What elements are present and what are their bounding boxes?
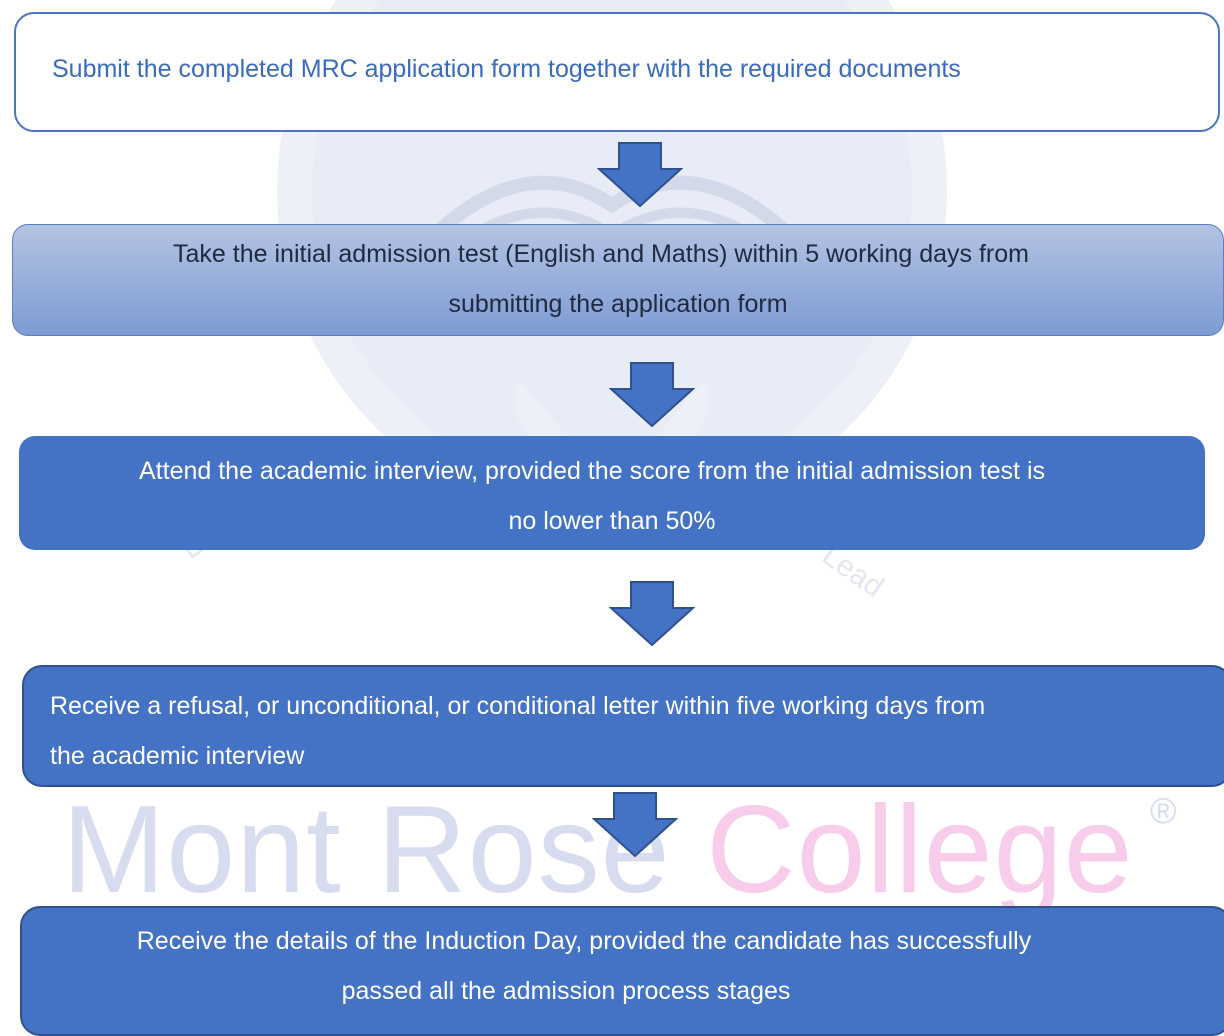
- step-1-text: Submit the completed MRC application for…: [52, 55, 961, 83]
- step-3-text-line-2: no lower than 50%: [508, 507, 716, 535]
- step-4-text-line-2: the academic interview: [50, 742, 305, 770]
- down-arrow-icon-1: [597, 142, 683, 208]
- step-4-text-line-1: Receive a refusal, or unconditional, or …: [50, 692, 986, 720]
- step-3-box: Attend the academic interview, provided …: [19, 436, 1205, 550]
- step-4-box: Receive a refusal, or unconditional, or …: [22, 665, 1224, 787]
- step-2-text-line-1: Take the initial admission test (English…: [173, 240, 1029, 268]
- step-2-text-line-2: submitting the application form: [448, 290, 788, 318]
- down-arrow-icon-2: [609, 362, 695, 428]
- step-2-box: Take the initial admission test (English…: [12, 224, 1224, 336]
- watermark-wordmark: Mont Rose College: [62, 781, 1134, 919]
- step-1-box: Submit the completed MRC application for…: [14, 12, 1220, 132]
- step-5-text-line-2: passed all the admission process stages: [341, 977, 791, 1005]
- step-3-text-line-1: Attend the academic interview, provided …: [139, 457, 1045, 485]
- step-5-box: Receive the details of the Induction Day…: [20, 906, 1224, 1036]
- step-5-text-line-1: Receive the details of the Induction Day…: [136, 927, 1032, 955]
- down-arrow-icon-4: [592, 792, 678, 858]
- watermark-registered-mark: ®: [1150, 790, 1177, 831]
- down-arrow-icon-3: [609, 581, 695, 647]
